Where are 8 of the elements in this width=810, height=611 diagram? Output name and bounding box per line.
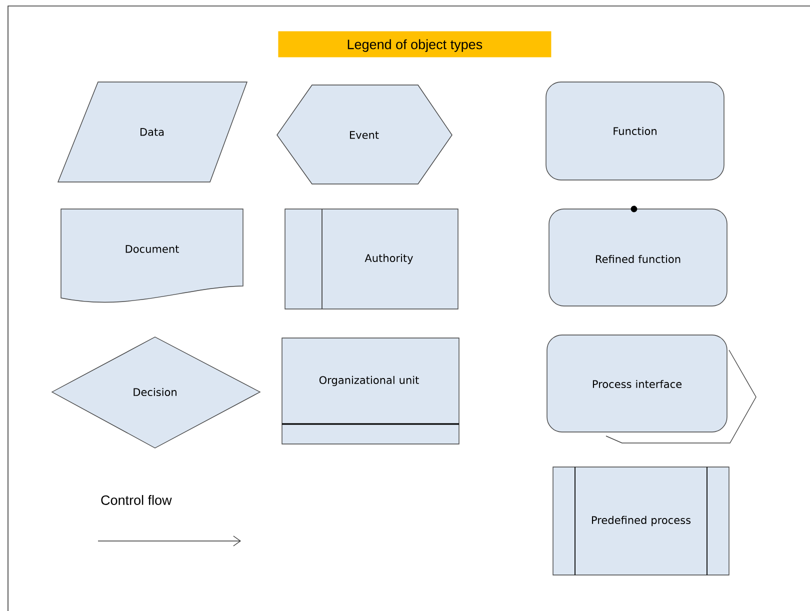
title: Legend of object types [278,31,552,58]
predefined-process-box: Predefined process [552,466,730,576]
legend-label: Control flow [101,495,172,505]
function-box: Function [546,82,724,180]
event-hexagon: Event [276,84,452,184]
organizational-unit-box: Organizational unit [282,338,460,444]
refined-function-box: Refined function [548,206,728,306]
authority-box: Authority [284,208,458,310]
